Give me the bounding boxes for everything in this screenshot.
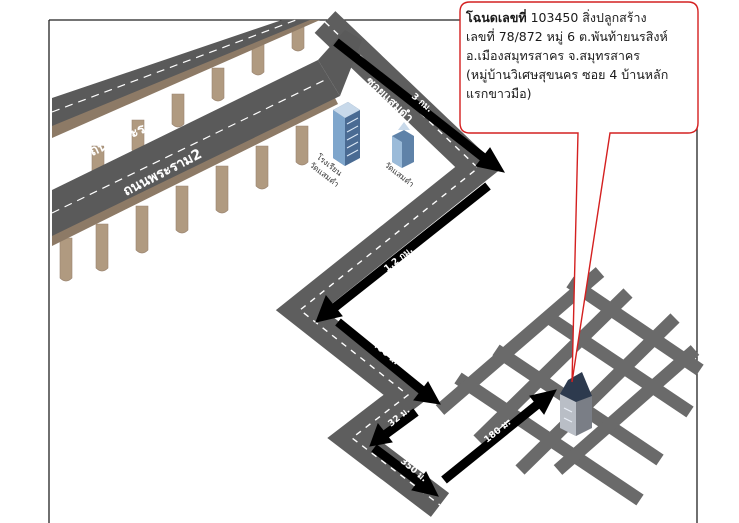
callout-line-3: อ.เมืองสมุทรสาคร จ.สมุทรสาคร [466, 48, 640, 63]
school-building [333, 102, 360, 166]
callout-line-title: โฉนดเลขที่ 103450 สิ่งปลูกสร้าง [466, 8, 698, 27]
callout-line-4: (หมู่บ้านวิเศษสุขนคร ซอย 4 บ้านหลัก [466, 67, 669, 82]
callout-line-5: แรกขาวมือ) [466, 86, 532, 101]
route-arrows [315, 38, 557, 497]
soi-road [275, 11, 501, 517]
target-house [560, 372, 592, 436]
callout-text: โฉนดเลขที่ 103450 สิ่งปลูกสร้าง เลขที่ 7… [466, 8, 698, 103]
temple-building [392, 122, 414, 168]
callout-deed-info: 103450 สิ่งปลูกสร้าง [530, 10, 647, 25]
callout-title: โฉนดเลขที่ [466, 10, 527, 25]
callout-line-2: เลขที่ 78/872 หมู่ 6 ต.พันท้ายนรสิงห์ [466, 29, 668, 44]
highway-rama2-lower [51, 30, 362, 282]
address-callout [459, 1, 699, 383]
